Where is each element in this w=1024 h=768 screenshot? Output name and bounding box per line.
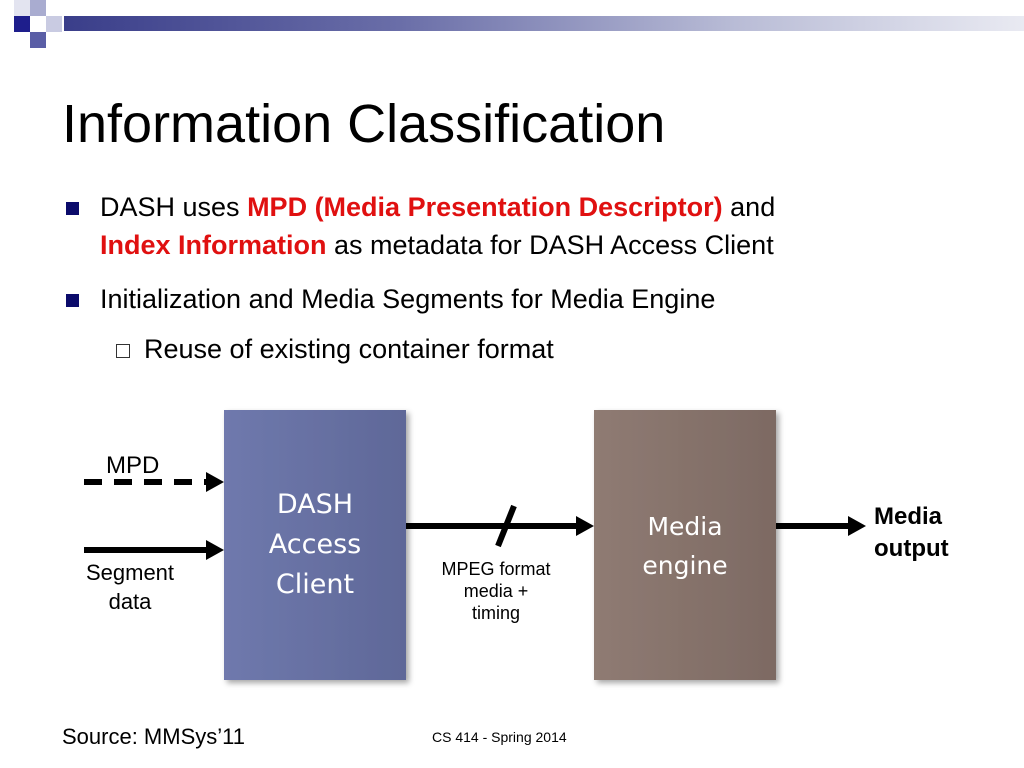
bullet-1-text-b: and — [722, 192, 776, 222]
bullet-square-icon — [66, 294, 79, 307]
logo-square-light-2 — [46, 16, 62, 32]
dash-label-2: Access — [269, 529, 361, 560]
mpeg-label-2: media + — [464, 581, 529, 601]
dash-architecture-diagram: MPD Segment data DASH Access Client MPEG… — [84, 410, 949, 680]
media-output-arrowhead — [848, 516, 866, 536]
output-label-2: output — [874, 535, 949, 562]
hollow-square-icon — [116, 344, 130, 358]
logo-square-pale — [14, 0, 30, 16]
bullet-square-icon — [66, 202, 79, 215]
mpeg-label-3: timing — [472, 603, 520, 623]
bullet-2-text: Initialization and Media Segments for Me… — [100, 284, 716, 314]
segment-arrowhead — [206, 540, 224, 560]
mpeg-label-1: MPEG format — [441, 559, 550, 579]
output-label-1: Media — [874, 503, 943, 530]
logo-square-dark — [14, 16, 30, 32]
dash-label-3: Client — [276, 569, 354, 600]
slide-title: Information Classification — [62, 94, 666, 154]
bullet-item-1: DASH uses MPD (Media Presentation Descri… — [64, 188, 1014, 264]
media-engine-label-2: engine — [642, 551, 727, 580]
mpd-label: MPD — [106, 452, 159, 479]
media-engine-box — [594, 410, 776, 680]
mpeg-link-slash — [495, 504, 517, 548]
footer-course: CS 414 - Spring 2014 — [432, 729, 567, 745]
logo-square-mid — [30, 32, 46, 48]
media-engine-label-1: Media — [647, 512, 722, 541]
segment-label-2: data — [109, 589, 153, 614]
mpeg-link-arrowhead — [576, 516, 594, 536]
footer-source: Source: MMSys’11 — [62, 724, 245, 749]
bullet-1-index-emphasis: Index Information — [100, 230, 327, 260]
dash-access-client-box — [224, 410, 406, 680]
sub-bullet-1-text: Reuse of existing container format — [144, 334, 554, 364]
logo-square-light — [30, 0, 46, 16]
header-band — [64, 16, 1024, 31]
bullet-list: DASH uses MPD (Media Presentation Descri… — [64, 188, 1014, 368]
bullet-item-2: Initialization and Media Segments for Me… — [64, 280, 1014, 318]
bullet-1-text-a: DASH uses — [100, 192, 248, 222]
sub-bullet-item-1: Reuse of existing container format — [64, 330, 1014, 368]
segment-label-1: Segment — [86, 560, 174, 585]
bullet-1-text-c: as metadata for DASH Access Client — [326, 230, 774, 260]
bullet-1-mpd-emphasis: MPD (Media Presentation Descriptor) — [247, 192, 723, 222]
dash-label-1: DASH — [277, 489, 353, 520]
mpd-arrowhead — [206, 472, 224, 492]
